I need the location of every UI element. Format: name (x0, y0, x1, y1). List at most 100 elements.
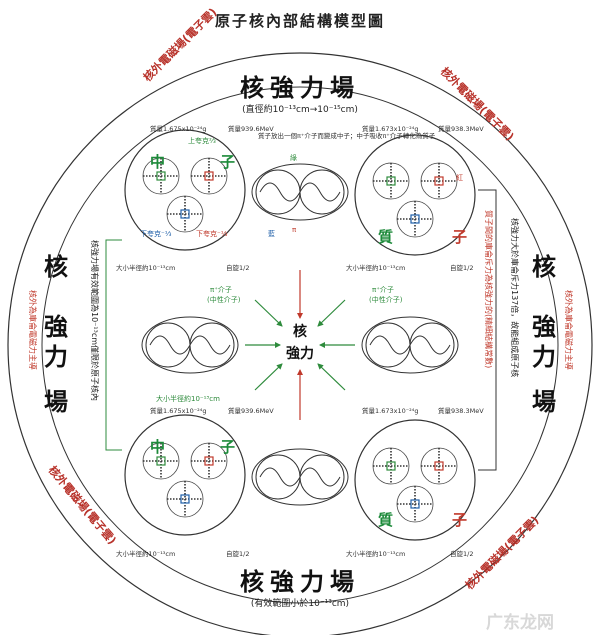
neutron-top-quark-a (142, 157, 180, 195)
ring-label-bottom-left: 核外電磁場(電子雲) (46, 463, 120, 547)
bottom-heading: 核強力場 (240, 568, 360, 596)
meson-left-wave (149, 335, 231, 355)
arrow-ne (317, 299, 346, 327)
proton-bot-outline (354, 419, 476, 541)
left-heading-3: 力 (44, 343, 68, 371)
down-quark-label-tl2: 下夸克⁻¹⁄₃ (196, 229, 228, 238)
neutron-top-quark-c-core (180, 209, 190, 219)
pi-note-top: 質子放出一個π⁺介子而變成中子；中子吸收π⁺介子轉化為質子 (258, 131, 436, 140)
meson-right-wave (369, 335, 451, 355)
meson-top-left (255, 169, 301, 215)
neutron-top-outline (124, 129, 246, 251)
neutron-bot-quark-b (190, 442, 228, 480)
neutron-bot-quark-b-core (204, 456, 214, 466)
meson-left-left (145, 322, 191, 368)
right-heading-1: 核 (532, 253, 556, 281)
left-bracket (105, 239, 122, 451)
proton-top-quark-c (396, 200, 434, 238)
arrow-se (317, 363, 346, 391)
nucleon-group (105, 129, 497, 541)
proton-bot-quark-c-core (410, 499, 420, 509)
proton-top-quark-b (420, 162, 458, 200)
meson-label-right: π⁺介子 (372, 286, 394, 294)
proton-bot-quark-b-core (434, 461, 444, 471)
page-title: 原子核內部結構模型圖 (215, 12, 385, 30)
neutron-mass-top: 質量1.675x10⁻²⁴g (150, 124, 207, 133)
red-label-top: 紅 (456, 173, 463, 182)
right-heading-2: 強 (532, 313, 556, 341)
pi-label-top: π (292, 226, 297, 234)
arrow-nw (254, 299, 283, 327)
neutron-bot-char-2: 子 (220, 438, 235, 456)
center-label-2: 強力 (286, 345, 314, 362)
center-label-1: 核 (293, 323, 307, 340)
meson-left-outline (141, 316, 239, 374)
right-note-a: 核外為庫侖電磁力主導 (564, 290, 574, 370)
neutron-bot-char-1: 中 (150, 438, 165, 456)
spin-label-bot: 自旋1/2 (226, 549, 249, 558)
right-bracket (478, 189, 497, 471)
proton-top-quark-a (372, 162, 410, 200)
neutron-energy-bot: 質量939.6MeV (228, 406, 274, 415)
center-arrows (245, 270, 355, 420)
proton-bot-char-1: 質 (378, 511, 393, 529)
meson-right-outline (361, 316, 459, 374)
arrow-sw (254, 363, 283, 391)
meson-top-right (299, 169, 345, 215)
proton-top-outline (354, 134, 476, 256)
neutron-bot-quark-c-core (180, 494, 190, 504)
radius-label-bot: 大小半徑約10⁻¹³cm (116, 549, 175, 558)
proton-mass-top: 質量1.673x10⁻²⁴g (362, 124, 419, 133)
neutron-top-quark-b (190, 157, 228, 195)
radius-label-left: 大小半徑約10⁻¹³cm (156, 394, 220, 403)
radius-label-bot-r: 大小半徑約10⁻¹³cm (346, 549, 405, 558)
neutron-top-char-2: 子 (220, 153, 235, 171)
proton-bot-quark-a-core (386, 461, 396, 471)
blue-label-top: 藍 (268, 229, 275, 238)
meson-bot-wave (259, 467, 341, 487)
ring-label-top-left: 核外電磁場(電子雲) (140, 5, 219, 84)
spin-label-bot-r: 自旋1/2 (450, 549, 473, 558)
neutron-bot-quark-a (142, 442, 180, 480)
right-note-b: 核強力大於庫侖斥力137倍，故能組成原子核 (510, 218, 520, 377)
left-heading-1: 核 (44, 253, 68, 281)
proton-energy-bot: 質量938.3MeV (438, 406, 484, 415)
left-heading-2: 強 (44, 313, 68, 341)
right-note-c: 質子間的庫侖斥力為核強力的(精細結構常數) (484, 210, 494, 368)
neutron-top-quark-b-core (204, 171, 214, 181)
outer-ring (7, 52, 593, 635)
proton-mass-bot: 質量1.673x10⁻²⁴g (362, 406, 419, 415)
right-heading-4: 場 (532, 388, 556, 416)
meson-right-left (365, 322, 411, 368)
left-note-b: 核強力場有效範圍為10⁻¹³cm僅限於原子核內 (90, 240, 100, 401)
top-subtitle: (直徑約10⁻¹³cm→10⁻¹⁵cm) (242, 103, 358, 115)
proton-bot-quark-c (396, 485, 434, 523)
top-heading: 核強力場 (240, 74, 360, 102)
neutron-top-char-1: 中 (150, 153, 165, 171)
right-heading-3: 力 (532, 343, 556, 371)
neutron-bot-quark-c (166, 480, 204, 518)
watermark: 广东龙网 (486, 612, 554, 633)
radius-label-top: 大小半徑約10⁻¹³cm (116, 263, 175, 272)
meson-left-right (189, 322, 235, 368)
proton-bot-char-2: 子 (452, 511, 467, 529)
meson-label-left: π⁺介子 (210, 286, 232, 294)
neutron-top-quark-c (166, 195, 204, 233)
proton-top-char-2: 子 (452, 228, 467, 246)
meson-top-wave (259, 182, 341, 202)
neutron-bot-outline (124, 414, 246, 536)
ring-label-bottom-right: 核外電磁場(電子雲) (462, 513, 541, 592)
up-quark-label-tl: 上夸克²⁄₃ (188, 136, 216, 145)
meson-bot-right (299, 454, 345, 500)
proton-top-quark-a-core (386, 176, 396, 186)
down-quark-label-tl: 下夸克⁻¹⁄₃ (140, 229, 172, 238)
bottom-subtitle: (有效範圍小於10⁻¹³cm) (251, 597, 349, 609)
proton-top-char-1: 質 (378, 228, 393, 246)
proton-energy-top: 質量938.3MeV (438, 124, 484, 133)
meson-right-right (409, 322, 455, 368)
neutron-energy-top: 質量939.6MeV (228, 124, 274, 133)
proton-bot-quark-a (372, 447, 410, 485)
meson-mid-left: (中性介子) (207, 295, 241, 304)
left-heading-4: 場 (44, 388, 68, 416)
